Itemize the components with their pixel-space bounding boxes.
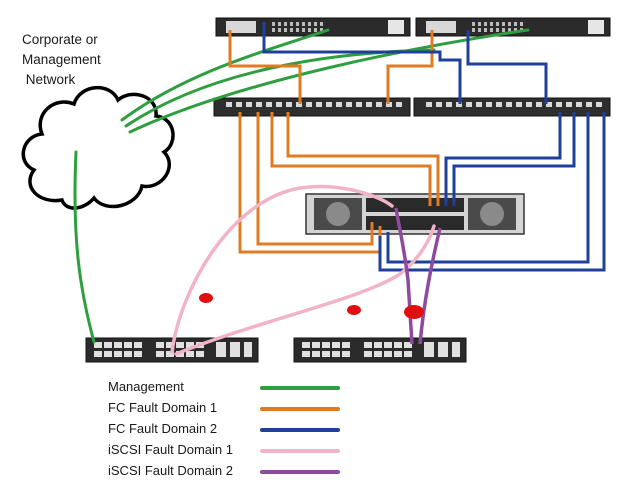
server-2[interactable] xyxy=(415,17,611,37)
storage-array[interactable] xyxy=(305,193,525,235)
legend-label: iSCSI Fault Domain 1 xyxy=(108,442,233,457)
fc-fault-domain-2-cables xyxy=(262,22,606,272)
iscsi-fault-domain-1-cables xyxy=(170,184,436,356)
fault-markers xyxy=(199,293,424,319)
fc-switch-2[interactable] xyxy=(413,97,611,117)
legend-item-management: Management xyxy=(108,378,358,399)
legend-item-fc-fault-domain-2: FC Fault Domain 2 xyxy=(108,420,358,441)
fault-marker xyxy=(404,305,424,319)
legend-label: FC Fault Domain 2 xyxy=(108,421,218,436)
fc-switch-1[interactable] xyxy=(213,97,411,117)
fault-marker xyxy=(199,293,213,303)
network-label-line-2: Management xyxy=(22,52,101,67)
network-label-line-3: Network xyxy=(22,72,76,87)
legend-label: FC Fault Domain 1 xyxy=(108,400,218,415)
orange-line-icon xyxy=(260,407,340,411)
network-label: Corporate or Management Network xyxy=(22,30,101,90)
legend-label: iSCSI Fault Domain 2 xyxy=(108,463,233,478)
network-cloud xyxy=(21,85,175,210)
purple-line-icon xyxy=(260,470,340,474)
legend-item-iscsi-fault-domain-1: iSCSI Fault Domain 1 xyxy=(108,441,358,462)
green-line-icon xyxy=(260,386,340,390)
fc-fault-domain-1-cables xyxy=(228,30,440,254)
legend-item-iscsi-fault-domain-2: iSCSI Fault Domain 2 xyxy=(108,462,358,483)
legend-label: Management xyxy=(108,379,184,394)
blue-line-icon xyxy=(260,428,340,432)
network-label-line-1: Corporate or xyxy=(22,32,98,47)
legend: Management FC Fault Domain 1 FC Fault Do… xyxy=(108,378,358,483)
server-1[interactable] xyxy=(215,17,411,37)
pink-line-icon xyxy=(260,449,340,453)
legend-item-fc-fault-domain-1: FC Fault Domain 1 xyxy=(108,399,358,420)
fault-marker xyxy=(347,305,361,315)
iscsi-fault-domain-2-cables xyxy=(394,207,442,345)
ethernet-switch-2[interactable] xyxy=(293,337,467,363)
